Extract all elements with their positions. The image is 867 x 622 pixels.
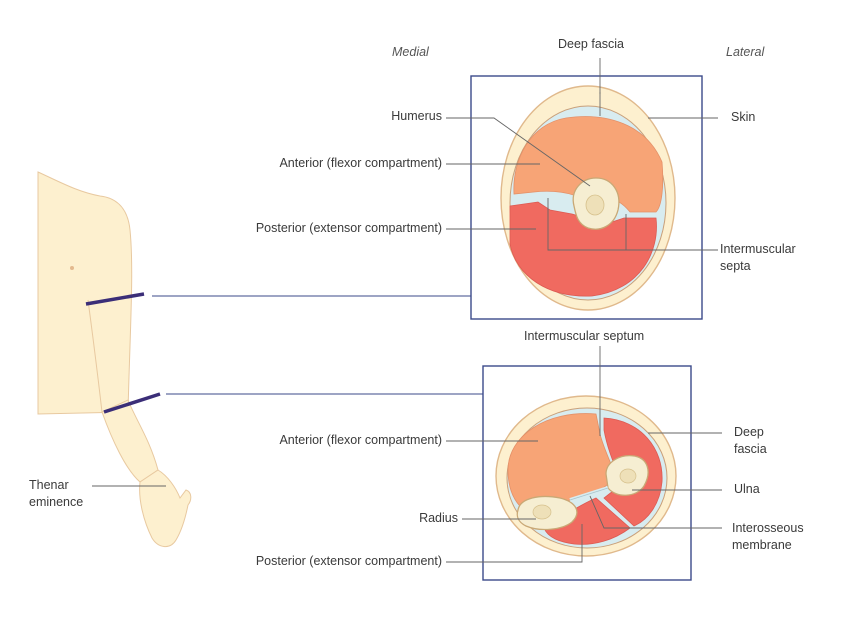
leader-humerus <box>446 117 591 187</box>
leader-septa <box>547 198 718 251</box>
intermuscular-septa-label: Intermuscular septa <box>720 241 840 275</box>
radius-label: Radius <box>419 511 458 525</box>
upper-arm-cross-section <box>470 75 703 320</box>
lateral-label: Lateral <box>726 45 765 59</box>
leader-lower-posterior <box>446 524 583 563</box>
arm-illustration <box>37 171 483 547</box>
leader-interosseous <box>589 495 722 529</box>
radius-marrow <box>532 504 552 520</box>
interosseous-membrane-edge <box>569 487 609 501</box>
skin-label: Skin <box>731 110 756 124</box>
nipple <box>70 266 74 270</box>
intermuscular-septa-line1: Intermuscular <box>720 242 796 256</box>
upper-anterior-label: Anterior (flexor compartment) <box>279 156 442 170</box>
upper-section-frame <box>470 75 703 320</box>
interosseous-membrane-label: Interosseous membrane <box>732 520 842 554</box>
forearm-cross-section <box>482 365 692 581</box>
interosseous-membrane-line1: Interosseous <box>732 521 804 535</box>
lower-posterior-label: Posterior (extensor compartment) <box>255 554 442 568</box>
upper-arm-inner-edge <box>87 299 103 413</box>
hand-shape <box>139 469 192 547</box>
interosseous-membrane-line2: membrane <box>732 538 792 552</box>
lower-section-frame <box>482 365 692 581</box>
thenar-line2: eminence <box>29 495 84 509</box>
upper-arm-section-marker <box>85 292 145 306</box>
leader-lines <box>446 58 722 563</box>
humerus-marrow <box>585 194 605 216</box>
medial-label: Medial <box>392 45 429 59</box>
upper-posterior-label: Posterior (extensor compartment) <box>255 221 442 235</box>
intermuscular-septa-line2: septa <box>720 259 751 273</box>
forearm-section-marker <box>103 392 161 414</box>
humerus-label: Humerus <box>391 109 442 123</box>
lower-deep-fascia-line1: Deep <box>734 425 764 439</box>
ulna-label: Ulna <box>734 482 760 496</box>
upper-posterior-compartment <box>509 201 657 297</box>
thenar-line1: Thenar <box>29 478 69 492</box>
intermuscular-septum-label: Intermuscular septum <box>524 329 645 343</box>
upper-deep-fascia-label: Deep fascia <box>558 37 625 51</box>
lower-deep-fascia-label: Deep fascia <box>734 424 814 458</box>
lower-anterior-label: Anterior (flexor compartment) <box>279 433 442 447</box>
ulna-marrow <box>619 468 637 484</box>
forearm-shape <box>101 399 159 483</box>
lower-deep-fascia-line2: fascia <box>734 442 767 456</box>
thenar-eminence-label: Thenar eminence <box>29 477 109 511</box>
torso-shoulder-shape <box>37 171 133 415</box>
